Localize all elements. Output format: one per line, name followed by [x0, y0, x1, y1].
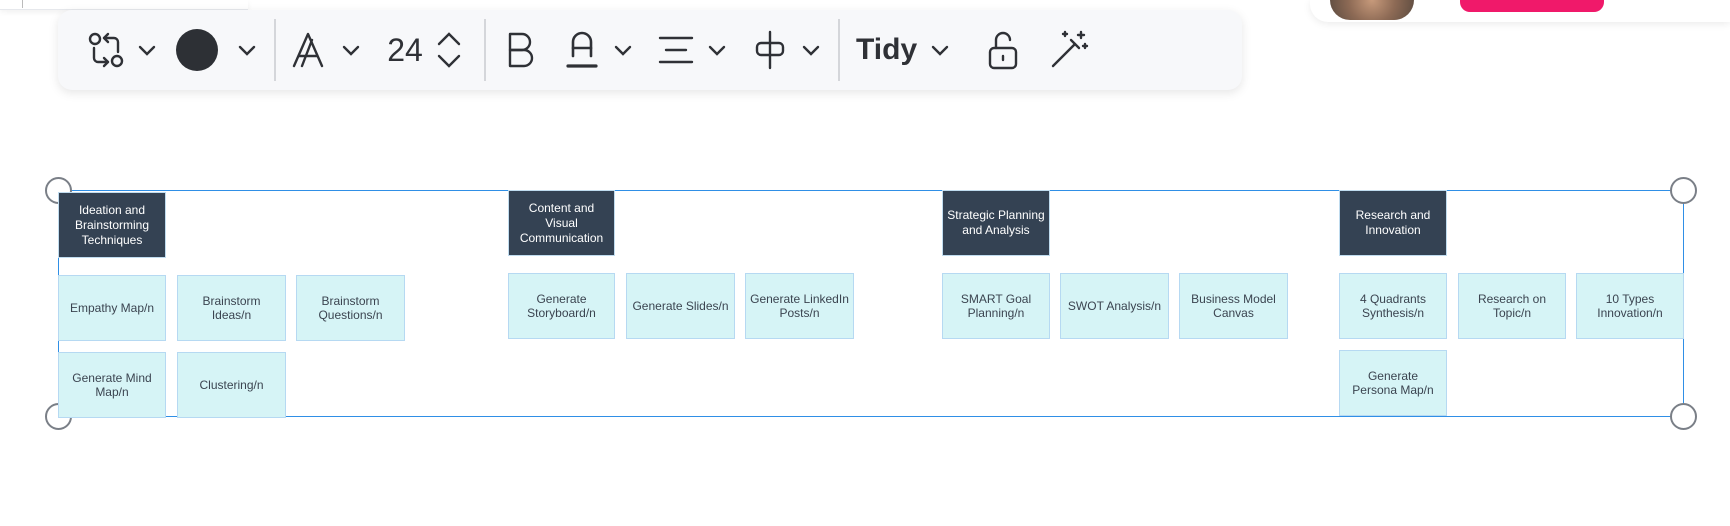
sticky-note[interactable]: 10 Types Innovation/n [1576, 273, 1684, 339]
sticky-note[interactable]: Brainstorm Ideas/n [177, 275, 286, 341]
chevron-down-icon [614, 45, 632, 56]
align-center-icon [658, 36, 694, 64]
chevron-down-icon [708, 45, 726, 56]
top-left-panel [0, 0, 248, 10]
chevron-down-icon [802, 45, 820, 56]
vertical-align-icon [755, 30, 785, 70]
group-header[interactable]: Content and Visual Communication [508, 190, 615, 256]
sticky-note[interactable]: Research on Topic/n [1458, 273, 1566, 339]
vertical-align-dropdown[interactable] [794, 22, 828, 78]
format-toolbar: 24 [58, 10, 1242, 90]
font-icon [292, 32, 324, 68]
sticky-note[interactable]: SWOT Analysis/n [1060, 273, 1169, 339]
sticky-note[interactable]: Brainstorm Questions/n [296, 275, 405, 341]
text-color-button[interactable] [558, 22, 606, 78]
sticky-note[interactable]: SMART Goal Planning/n [942, 273, 1050, 339]
sticky-note[interactable]: Generate Slides/n [626, 273, 735, 339]
font-family-dropdown[interactable] [334, 22, 368, 78]
sticky-note[interactable]: Generate Persona Map/n [1339, 350, 1447, 416]
sticky-note[interactable]: Generate Storyboard/n [508, 273, 615, 339]
text-color-dropdown[interactable] [606, 22, 640, 78]
chevron-down-icon[interactable] [434, 50, 464, 72]
font-size-value[interactable]: 24 [387, 31, 423, 68]
share-button[interactable] [1460, 0, 1604, 12]
bold-icon [508, 32, 534, 68]
resize-handle-bottom-right[interactable] [1670, 403, 1697, 430]
bold-button[interactable] [496, 22, 544, 78]
chevron-down-icon [931, 45, 949, 56]
ai-magic-button[interactable] [1045, 22, 1093, 78]
chevron-down-icon [342, 45, 360, 56]
magic-wand-icon [1051, 30, 1089, 68]
toolbar-divider [484, 19, 486, 81]
swap-shape-button[interactable] [82, 22, 130, 78]
chevron-down-icon [138, 45, 156, 56]
lock-button[interactable] [979, 22, 1027, 78]
toolbar-divider [274, 19, 276, 81]
swap-shape-icon [88, 32, 124, 68]
fill-color-dropdown[interactable] [230, 22, 264, 78]
sticky-note[interactable]: Generate Mind Map/n [58, 352, 166, 418]
fill-color-button[interactable] [164, 22, 230, 78]
text-align-dropdown[interactable] [700, 22, 734, 78]
group-header[interactable]: Strategic Planning and Analysis [942, 190, 1050, 256]
toolbar-divider [838, 19, 840, 81]
resize-handle-top-right[interactable] [1670, 177, 1697, 204]
chevron-up-icon[interactable] [434, 28, 464, 50]
fill-color-swatch [176, 29, 218, 71]
chevron-down-icon [238, 45, 256, 56]
avatar[interactable] [1330, 0, 1414, 20]
group-header[interactable]: Ideation and Brainstorming Techniques [58, 192, 166, 258]
unlock-icon [988, 31, 1018, 70]
sticky-note[interactable]: Generate LinkedIn Posts/n [745, 273, 854, 339]
font-family-button[interactable] [286, 22, 334, 78]
text-color-icon [566, 31, 598, 68]
sticky-note[interactable]: Clustering/n [177, 352, 286, 418]
text-align-button[interactable] [652, 22, 700, 78]
tidy-button[interactable]: Tidy [850, 22, 917, 78]
sticky-note[interactable]: 4 Quadrants Synthesis/n [1339, 273, 1447, 339]
swap-shape-dropdown[interactable] [130, 22, 164, 78]
sticky-note[interactable]: Business Model Canvas [1179, 273, 1288, 339]
vertical-align-button[interactable] [746, 22, 794, 78]
group-header[interactable]: Research and Innovation [1339, 190, 1447, 256]
tidy-label: Tidy [856, 33, 918, 66]
sticky-note[interactable]: Empathy Map/n [58, 275, 166, 341]
panel-divider [22, 0, 23, 8]
tidy-dropdown[interactable] [923, 22, 957, 78]
font-size-stepper [434, 28, 474, 72]
